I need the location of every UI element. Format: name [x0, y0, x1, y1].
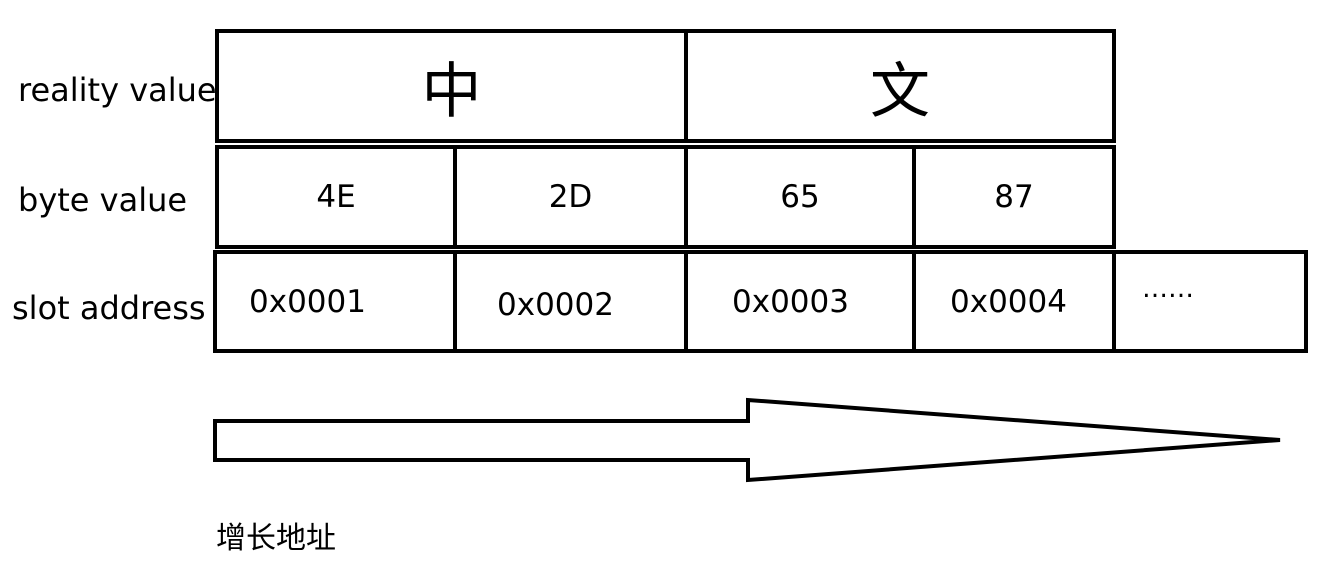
reality-value-label: reality value: [18, 71, 217, 109]
slot-cell-5: ……: [1112, 250, 1308, 353]
byte-cell-1: 4E: [215, 145, 457, 249]
byte-cell-2: 2D: [453, 145, 688, 249]
byte-value-label: byte value: [18, 181, 188, 219]
slot-cell-4: 0x0004: [912, 250, 1116, 353]
slot-address-label: slot address: [12, 289, 206, 327]
reality-cell-2: 文: [684, 29, 1116, 143]
byte-cell-3: 65: [684, 145, 916, 249]
growth-address-caption: 增长地址: [216, 521, 336, 556]
slot-cell-1: 0x0001: [213, 250, 457, 353]
slot-cell-2: 0x0002: [453, 250, 688, 353]
byte-cell-4: 87: [912, 145, 1116, 249]
slot-cell-3: 0x0003: [684, 250, 916, 353]
